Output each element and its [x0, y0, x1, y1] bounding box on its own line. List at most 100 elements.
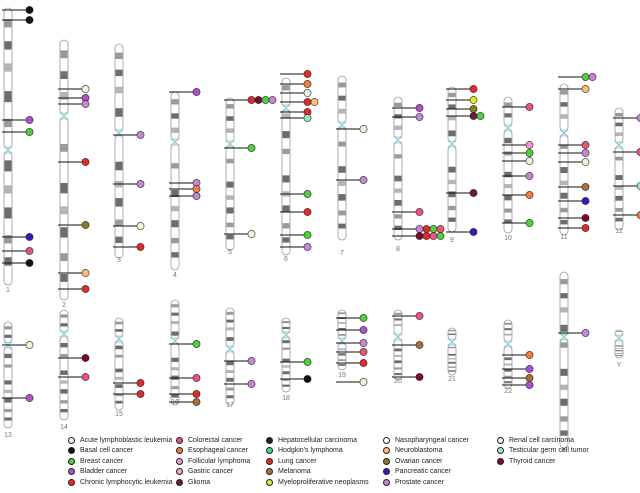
legend-item: Myeloproliferative neoplasms — [266, 479, 369, 486]
legend-swatch — [266, 479, 273, 486]
chromosome-label: 18 — [282, 395, 290, 402]
legend-label: Bladder cancer — [80, 468, 128, 475]
marker-neuroblastoma — [81, 269, 90, 277]
legend-item: Bladder cancer — [68, 468, 127, 475]
marker-acute-lymphoblastic-leukemia — [303, 89, 312, 97]
legend-item: Ovarian cancer — [383, 458, 442, 465]
marker-glioma — [469, 112, 478, 120]
marker-prostate-cancer — [588, 73, 597, 81]
marker-glioma — [469, 189, 478, 197]
chromosome-label: 14 — [60, 424, 68, 431]
chromosome-9: 9 — [446, 85, 485, 244]
chromosome-label: 6 — [284, 256, 288, 263]
legend-item: Nasopharyngeal cancer — [383, 437, 469, 444]
legend-label: Thyroid cancer — [509, 458, 556, 465]
legend-label: Pancreatic cancer — [395, 468, 452, 475]
chromosome-Y: Y — [614, 329, 624, 369]
legend-label: Breast cancer — [80, 458, 124, 465]
marker-pancreatic-cancer — [25, 233, 34, 241]
chromosome-7: 7 — [336, 75, 368, 257]
legend-label: Lung cancer — [278, 458, 317, 465]
marker-neuroblastoma — [310, 98, 319, 106]
chromosome-22: 22 — [502, 319, 534, 395]
chromosome-label: 13 — [4, 432, 12, 439]
chromosome-label: 21 — [448, 376, 456, 383]
legend-swatch — [176, 468, 183, 475]
marker-esophageal-cancer — [525, 191, 534, 199]
marker-lung-cancer — [359, 359, 368, 367]
marker-basal-cell-cancer — [303, 375, 312, 383]
marker-thyroid-cancer — [254, 96, 263, 104]
marker-esophageal-cancer — [303, 80, 312, 88]
chromosome-10: 10 — [502, 96, 534, 242]
marker-prostate-cancer — [192, 192, 201, 200]
chromosome-11: 11 — [558, 73, 597, 241]
chromosome-6: 6 — [280, 70, 319, 263]
marker-basal-cell-cancer — [25, 6, 34, 14]
legend-label: Chronic lymphocytic leukemia — [80, 479, 173, 486]
chromosome-5: 5 — [224, 96, 277, 256]
marker-pancreatic-cancer — [581, 197, 590, 205]
legend-swatch — [266, 437, 273, 444]
legend-swatch — [68, 458, 75, 465]
chromosome-label: 2 — [62, 302, 66, 309]
legend-swatch — [266, 458, 273, 465]
chromosome-3: 3 — [113, 43, 145, 264]
legend-swatch — [383, 468, 390, 475]
marker-lung-cancer — [81, 285, 90, 293]
marker-acute-lymphoblastic-leukemia — [359, 378, 368, 386]
legend-swatch — [68, 447, 75, 454]
marker-colorectal-cancer — [359, 348, 368, 356]
marker-prostate-cancer — [359, 176, 368, 184]
marker-breast-cancer — [261, 96, 270, 104]
chromosome-17: 17 — [224, 307, 256, 409]
chromosome-13: 13 — [2, 321, 34, 439]
legend-label: Gastric cancer — [188, 468, 234, 475]
marker-bladder-cancer — [192, 88, 201, 96]
chromosome-X: X — [558, 271, 590, 454]
legend-label: Basal cell cancer — [80, 447, 133, 454]
chromosome-label: 9 — [450, 237, 454, 244]
marker-colorectal-cancer — [192, 374, 201, 382]
legend-item: Prostate cancer — [383, 479, 444, 486]
marker-colorectal-cancer — [636, 148, 640, 156]
legend-label: Hodgkin's lymphoma — [278, 447, 343, 454]
legend-label: Nasopharyngeal cancer — [395, 437, 469, 444]
marker-prostate-cancer — [636, 114, 640, 122]
marker-colorectal-cancer — [525, 103, 534, 111]
marker-lung-cancer — [81, 158, 90, 166]
marker-prostate-cancer — [136, 180, 145, 188]
chromosome-label: Y — [617, 362, 622, 369]
marker-acute-lymphoblastic-leukemia — [81, 85, 90, 93]
marker-lung-cancer — [136, 243, 145, 251]
marker-bladder-cancer — [25, 394, 34, 402]
marker-breast-cancer — [192, 340, 201, 348]
chromosome-18: 18 — [280, 317, 312, 402]
marker-bladder-cancer — [525, 381, 534, 389]
marker-thyroid-cancer — [581, 214, 590, 222]
marker-lung-cancer — [469, 85, 478, 93]
marker-testicular-germ-cell-tumor — [303, 114, 312, 122]
chromosome-4: 4 — [169, 88, 201, 279]
legend-item: Hepatocellular carcinoma — [266, 437, 357, 444]
chromosome-19: 19 — [336, 309, 368, 386]
marker-bladder-cancer — [25, 116, 34, 124]
legend-item: Acute lymphoblastic leukemia — [68, 437, 172, 444]
marker-breast-cancer — [581, 73, 590, 81]
chromosome-1: 1 — [2, 6, 34, 294]
marker-thyroid-cancer — [81, 354, 90, 362]
chromosome-label: 15 — [115, 411, 123, 418]
chromosome-2: 2 — [58, 39, 90, 309]
legend-item: Follicular lymphoma — [176, 458, 250, 465]
marker-bladder-cancer — [525, 365, 534, 373]
marker-melanoma — [581, 183, 590, 191]
legend-swatch — [176, 479, 183, 486]
marker-acute-lymphoblastic-leukemia — [136, 222, 145, 230]
chromosome-15: 15 — [113, 317, 145, 418]
chromosome-label: 4 — [173, 272, 177, 279]
chromosome-label: 7 — [340, 250, 344, 257]
legend-item: Thyroid cancer — [497, 458, 555, 465]
chromosome-label: 10 — [504, 235, 512, 242]
marker-neuroblastoma — [581, 85, 590, 93]
legend-label: Hepatocellular carcinoma — [278, 437, 357, 444]
